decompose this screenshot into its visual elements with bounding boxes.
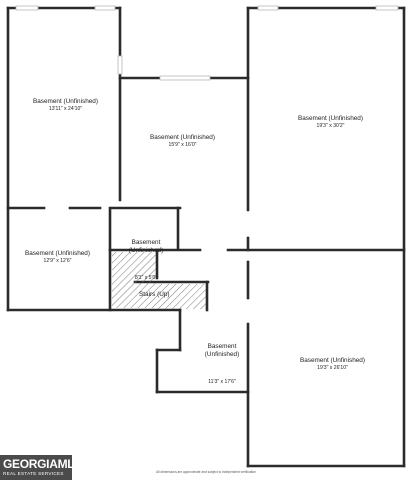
stairs-hatch bbox=[156, 284, 206, 309]
window bbox=[159, 75, 211, 81]
window bbox=[15, 5, 39, 11]
logo-text: GEORGIAMLS bbox=[3, 457, 83, 471]
window bbox=[94, 5, 116, 11]
stairs-hatch bbox=[112, 252, 156, 308]
window bbox=[117, 55, 123, 75]
disclaimer: All dimensions are approximate and subje… bbox=[156, 470, 256, 474]
window bbox=[257, 5, 279, 11]
stairs-label: Stairs (Up) bbox=[139, 291, 170, 298]
window bbox=[375, 5, 399, 11]
georgia-mls-logo: GEORGIAMLS REAL ESTATE SERVICES bbox=[0, 455, 82, 480]
logo-subtext: REAL ESTATE SERVICES bbox=[3, 471, 64, 476]
